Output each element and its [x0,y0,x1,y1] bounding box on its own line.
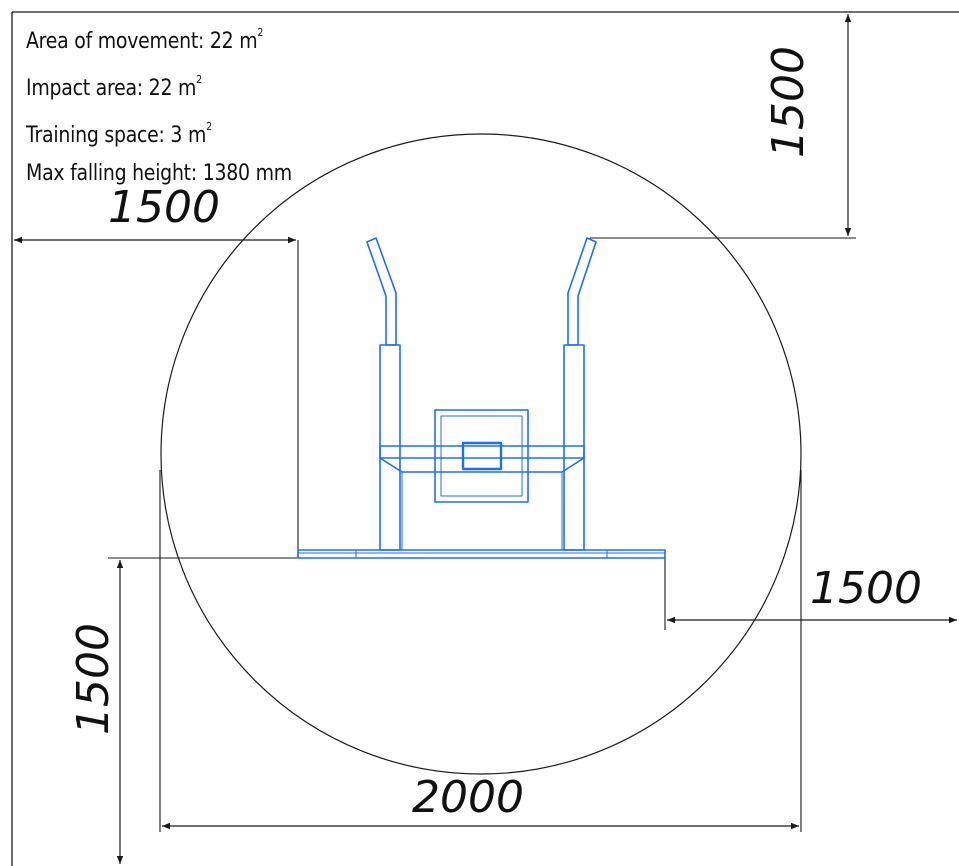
cross-bar [379,445,585,459]
back-plate-outer [434,409,529,503]
back-plate-inner [440,415,523,497]
dimension-label-left-top: 1500 [108,182,220,233]
impact-area-line: Impact area: 22 m2 [26,61,292,108]
specifications-panel: Area of movement: 22 m2 Impact area: 22 … [26,14,292,193]
impact-area-text: Impact area: 22 m [26,76,197,101]
impact-area-unit-exponent: 2 [196,73,202,86]
dimension-label-top-right: 1500 [763,46,814,158]
right-post [563,344,585,551]
drawing-frame [11,11,959,866]
dimension-label-bottom-width: 2000 [412,772,524,823]
training-space-text: Training space: 3 m [26,123,207,148]
dimension-label-left-bottom: 1500 [68,623,119,735]
impact-area-circle [160,133,802,775]
max-falling-height-text: Max falling height: 1380 mm [26,161,292,186]
training-space-unit-exponent: 2 [206,120,212,133]
extension-lines [108,237,856,832]
equipment-outline [297,237,666,559]
area-of-movement-text: Area of movement: 22 m [26,29,258,54]
area-of-movement-unit-exponent: 2 [257,26,264,39]
left-handle [366,237,397,346]
base-beam [297,549,666,559]
dimension-label-right-mid: 1500 [810,563,922,614]
centre-grip [461,441,503,471]
dimension-lines [14,14,957,864]
right-handle [567,237,597,346]
max-falling-height-line: Max falling height: 1380 mm [26,155,292,193]
left-post [379,344,401,551]
area-of-movement-line: Area of movement: 22 m2 [26,14,292,61]
training-space-line: Training space: 3 m2 [26,108,292,155]
